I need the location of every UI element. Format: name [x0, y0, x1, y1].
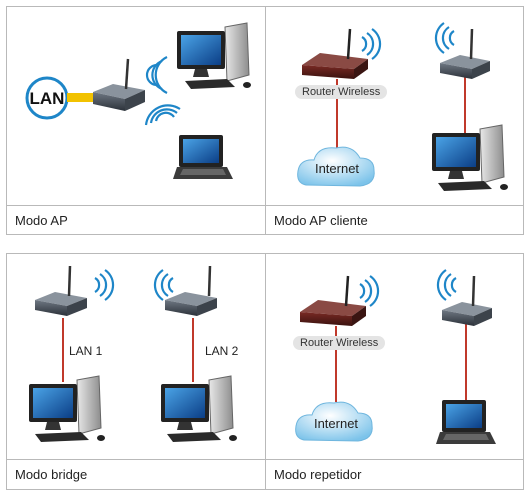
router-icon: [442, 275, 492, 326]
panel-caption: Modo AP cliente: [274, 213, 368, 228]
wifi-waves-icon: [434, 22, 455, 54]
wifi-waves-icon: [153, 269, 174, 301]
wireless-router-icon: [300, 275, 366, 326]
caption-divider: [7, 205, 265, 206]
lan-label: LAN: [30, 89, 65, 108]
panel-caption: Modo repetidor: [274, 467, 362, 482]
wifi-waves-icon: [359, 275, 380, 307]
panel-modo-bridge: LAN 1 LAN 2 Modo bridge: [6, 253, 266, 490]
lan2-label: LAN 2: [205, 344, 239, 358]
wifi-waves-icon: [144, 104, 181, 126]
router-icon: [35, 265, 87, 316]
lan-cable: [67, 93, 97, 102]
caption-divider: [266, 459, 523, 460]
laptop-icon: [173, 135, 233, 179]
router-icon: [440, 28, 490, 79]
desktop-computer-icon: [29, 375, 105, 442]
ap-diagram: LAN: [25, 22, 251, 179]
internet-label: Internet: [315, 161, 359, 176]
wifi-waves-icon: [94, 269, 115, 301]
internet-cloud-icon: [295, 401, 373, 442]
wifi-waves-icon: [361, 28, 382, 60]
bridge-diagram: [29, 265, 237, 442]
panel-modo-ap: LAN Modo AP: [6, 6, 266, 235]
repeater-diagram: Internet: [295, 269, 496, 444]
internet-cloud-icon: [297, 146, 375, 187]
router-icon: [165, 265, 217, 316]
router-icon: [93, 58, 145, 111]
internet-label: Internet: [314, 416, 358, 431]
panel-modo-repetidor: Internet Router Wireless Modo repetidor: [265, 253, 524, 490]
laptop-icon: [436, 400, 496, 444]
panel-caption: Modo AP: [15, 213, 68, 228]
caption-divider: [266, 205, 523, 206]
desktop-computer-icon: [432, 124, 508, 191]
router-wireless-tag: Router Wireless: [293, 336, 386, 350]
desktop-computer-icon: [177, 22, 251, 89]
caption-divider: [7, 459, 265, 460]
lan1-label: LAN 1: [69, 344, 103, 358]
wireless-router-icon: [302, 28, 368, 79]
desktop-computer-icon: [161, 375, 237, 442]
wifi-waves-icon: [436, 269, 457, 301]
router-wireless-tag: Router Wireless: [295, 85, 388, 99]
wifi-waves-icon: [145, 56, 168, 94]
panel-modo-ap-cliente: Internet Router Wireless Modo AP cliente: [265, 6, 524, 235]
ap-client-diagram: Internet: [297, 22, 508, 191]
panel-caption: Modo bridge: [15, 467, 88, 482]
